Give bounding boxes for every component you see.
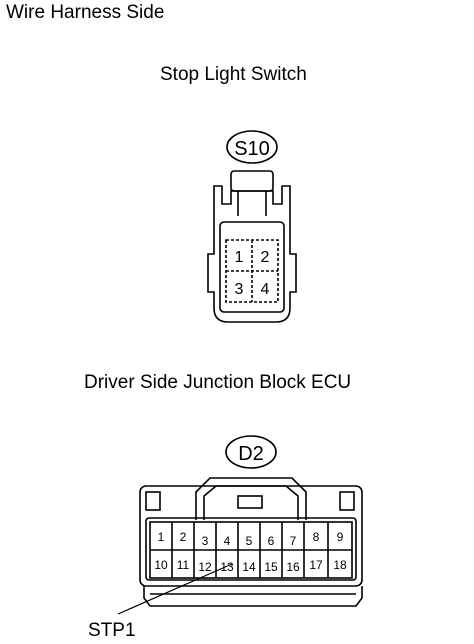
connector-code-d2: D2: [238, 443, 264, 465]
pin-label-d2-12: 12: [198, 560, 212, 574]
pin-label-s10-2: 2: [261, 249, 270, 266]
connector-latch: [230, 170, 274, 192]
connector-d2: [117, 435, 363, 615]
connector-code-badge: [225, 435, 277, 469]
pin-grid: [149, 521, 353, 579]
pin-label-d2-1: 1: [158, 530, 165, 544]
pin-label-d2-2: 2: [180, 530, 187, 544]
pin-label-d2-9: 9: [337, 530, 344, 544]
pin-label-d2-11: 11: [177, 558, 190, 572]
connector-s10: [207, 130, 297, 323]
pin-label-d2-13: 13: [220, 560, 234, 574]
callout-label-stp1: STP1: [88, 620, 136, 641]
connector-housing: [145, 517, 357, 581]
pin-label-d2-17: 17: [309, 558, 323, 572]
pin-label-d2-15: 15: [264, 560, 278, 574]
pin-label-d2-8: 8: [313, 530, 320, 544]
connector-body: [207, 185, 297, 323]
pin-label-s10-1: 1: [235, 249, 244, 266]
connector-title-stop-light-switch: Stop Light Switch: [160, 64, 307, 85]
pin-label-d2-14: 14: [242, 560, 256, 574]
connector-housing: [219, 221, 285, 313]
connector-flange: [143, 586, 363, 607]
connector-code-s10: S10: [234, 138, 270, 160]
latch-tab: [237, 495, 263, 509]
pin-label-d2-4: 4: [224, 534, 231, 548]
connector-title-junction-block-ecu: Driver Side Junction Block ECU: [84, 372, 352, 393]
pin-label-d2-5: 5: [246, 534, 253, 548]
pin-label-d2-3: 3: [202, 534, 209, 548]
page-header: Wire Harness Side: [6, 2, 165, 23]
connector-code-badge: [226, 130, 278, 164]
pin-label-d2-16: 16: [286, 560, 300, 574]
pin-label-s10-3: 3: [235, 281, 244, 298]
pin-label-d2-6: 6: [268, 534, 275, 548]
pin-label-d2-7: 7: [290, 534, 297, 548]
pin-label-d2-10: 10: [154, 558, 168, 572]
pin-label-d2-18: 18: [333, 558, 347, 572]
pin-label-s10-4: 4: [261, 281, 270, 298]
connector-latch: [195, 477, 307, 520]
callout-leader: [117, 563, 233, 615]
